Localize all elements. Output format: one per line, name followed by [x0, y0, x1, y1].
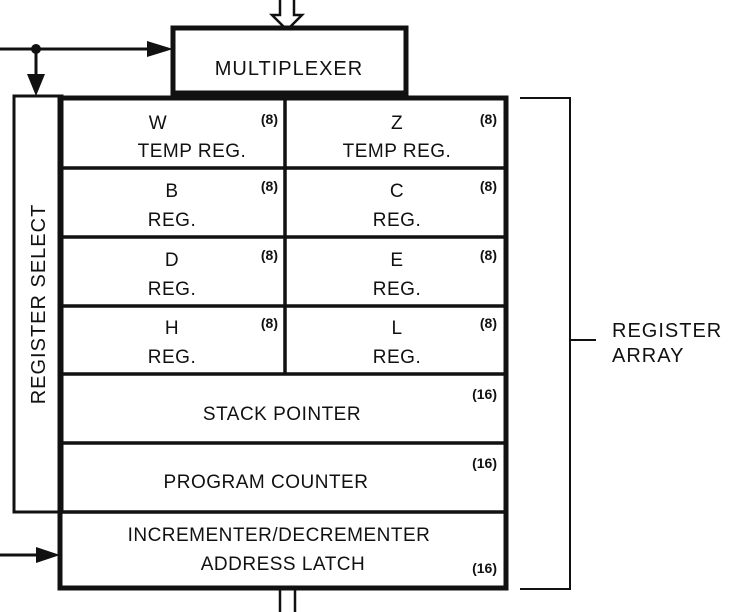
multiplexer-select-arrowhead — [147, 41, 173, 57]
inc-dec-bits: (16) — [472, 560, 497, 576]
register-h-bits: (8) — [261, 315, 278, 331]
register-b-sub: REG. — [148, 210, 196, 231]
register-h-name: H — [165, 318, 179, 339]
register-b-bits: (8) — [261, 178, 278, 194]
register-w: W TEMP REG. (8) — [138, 111, 278, 162]
register-select-label: REGISTER SELECT — [28, 204, 50, 405]
address-latch-label: ADDRESS LATCH — [201, 554, 366, 575]
register-h-sub: REG. — [148, 347, 196, 368]
program-counter-bits: (16) — [472, 455, 497, 471]
register-l-bits: (8) — [480, 315, 497, 331]
register-c-sub: REG. — [373, 210, 421, 231]
register-z-bits: (8) — [480, 111, 497, 127]
row-dividers — [60, 166, 506, 514]
register-b: B REG. (8) — [148, 178, 278, 231]
register-w-bits: (8) — [261, 111, 278, 127]
register-l-sub: REG. — [373, 347, 421, 368]
register-z: Z TEMP REG. (8) — [343, 111, 497, 162]
stack-pointer-label: STACK POINTER — [203, 404, 361, 425]
register-z-sub: TEMP REG. — [343, 141, 452, 162]
address-output-bus — [278, 590, 297, 612]
register-h: H REG. (8) — [148, 315, 278, 368]
register-l: L REG. (8) — [373, 315, 497, 368]
register-array-label-line1: REGISTER — [612, 320, 722, 342]
program-counter-label: PROGRAM COUNTER — [164, 472, 369, 493]
register-b-name: B — [165, 181, 178, 202]
register-e-name: E — [390, 250, 403, 271]
register-z-name: Z — [391, 113, 403, 134]
register-array-label-line2: ARRAY — [612, 345, 684, 367]
register-d-name: D — [165, 250, 179, 271]
select-control-line — [0, 47, 150, 78]
register-c: C REG. (8) — [373, 178, 497, 231]
address-latch-input-arrowhead — [36, 547, 60, 563]
stack-pointer-bits: (16) — [472, 386, 497, 402]
multiplexer-label: MULTIPLEXER — [215, 58, 363, 80]
register-select-box — [12, 94, 64, 514]
register-l-name: L — [391, 318, 402, 339]
register-w-sub: TEMP REG. — [138, 141, 247, 162]
register-w-name: W — [149, 113, 167, 134]
register-c-bits: (8) — [480, 178, 497, 194]
register-select-arrowhead — [27, 74, 45, 96]
register-array-frame — [57, 95, 509, 591]
inc-dec-label: INCREMENTER/DECREMENTER — [128, 525, 431, 546]
register-e: E REG. (8) — [373, 247, 497, 300]
select-line-junction-dot — [31, 44, 41, 54]
register-d: D REG. (8) — [148, 247, 278, 300]
multiplexer-box — [170, 25, 409, 96]
register-e-sub: REG. — [373, 279, 421, 300]
register-c-name: C — [390, 181, 404, 202]
register-e-bits: (8) — [480, 247, 497, 263]
register-d-sub: REG. — [148, 279, 196, 300]
register-array-bracket — [520, 97, 596, 590]
register-d-bits: (8) — [261, 247, 278, 263]
